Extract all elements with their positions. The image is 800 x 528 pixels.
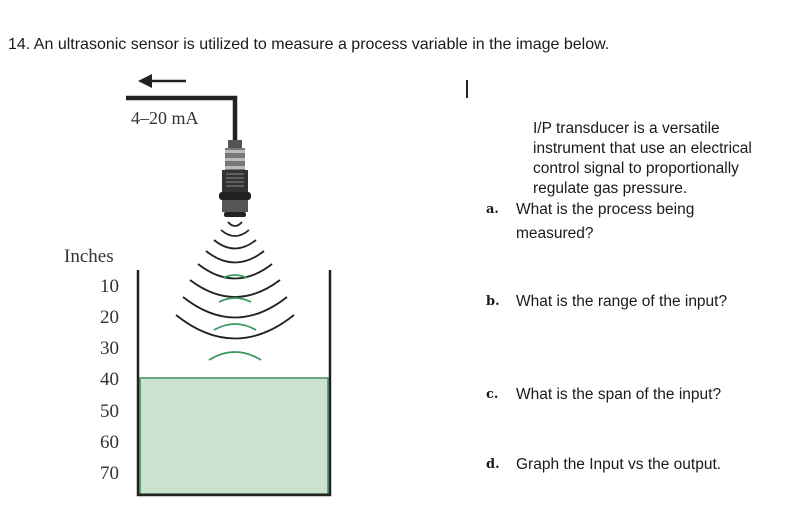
scale-tick-label: 60 [100, 432, 119, 453]
scale-tick-label: 20 [100, 307, 119, 328]
question-letter: b. [486, 294, 500, 309]
scale-tick-label: 10 [100, 276, 119, 297]
text-cursor [466, 80, 468, 98]
question-letter: c. [486, 387, 499, 402]
scale-tick-label: 50 [100, 401, 119, 422]
signal-label: 4–20 mA [131, 108, 199, 128]
question-letter: a. [486, 202, 499, 217]
scale-tick-label: 30 [100, 338, 119, 359]
question-text: Graph the Input vs the output. [516, 456, 722, 473]
level-scale: 10 20 30 40 50 60 70 [100, 276, 119, 484]
signal-wire [126, 95, 238, 140]
question-letter: d. [486, 457, 500, 472]
info-paragraph: I/P transducer is a versatile instrument… [533, 120, 752, 197]
scale-tick-label: 40 [100, 369, 119, 390]
question-title: 14. An ultrasonic sensor is utilized to … [8, 36, 610, 53]
tank-walls [136, 270, 332, 497]
scale-tick-label: 70 [100, 463, 119, 484]
ultrasonic-waves [175, 221, 295, 361]
question-text: What is the range of the input? [516, 293, 728, 310]
sensor-tank-figure: 4–20 mA Inches 10 20 30 [64, 74, 332, 497]
ultrasonic-sensor [219, 140, 251, 217]
signal-arrow-icon [138, 74, 186, 88]
question-text: What is the process being measured? [516, 201, 695, 242]
liquid [139, 377, 329, 495]
question-text: What is the span of the input? [516, 386, 722, 403]
inches-label: Inches [64, 246, 114, 267]
